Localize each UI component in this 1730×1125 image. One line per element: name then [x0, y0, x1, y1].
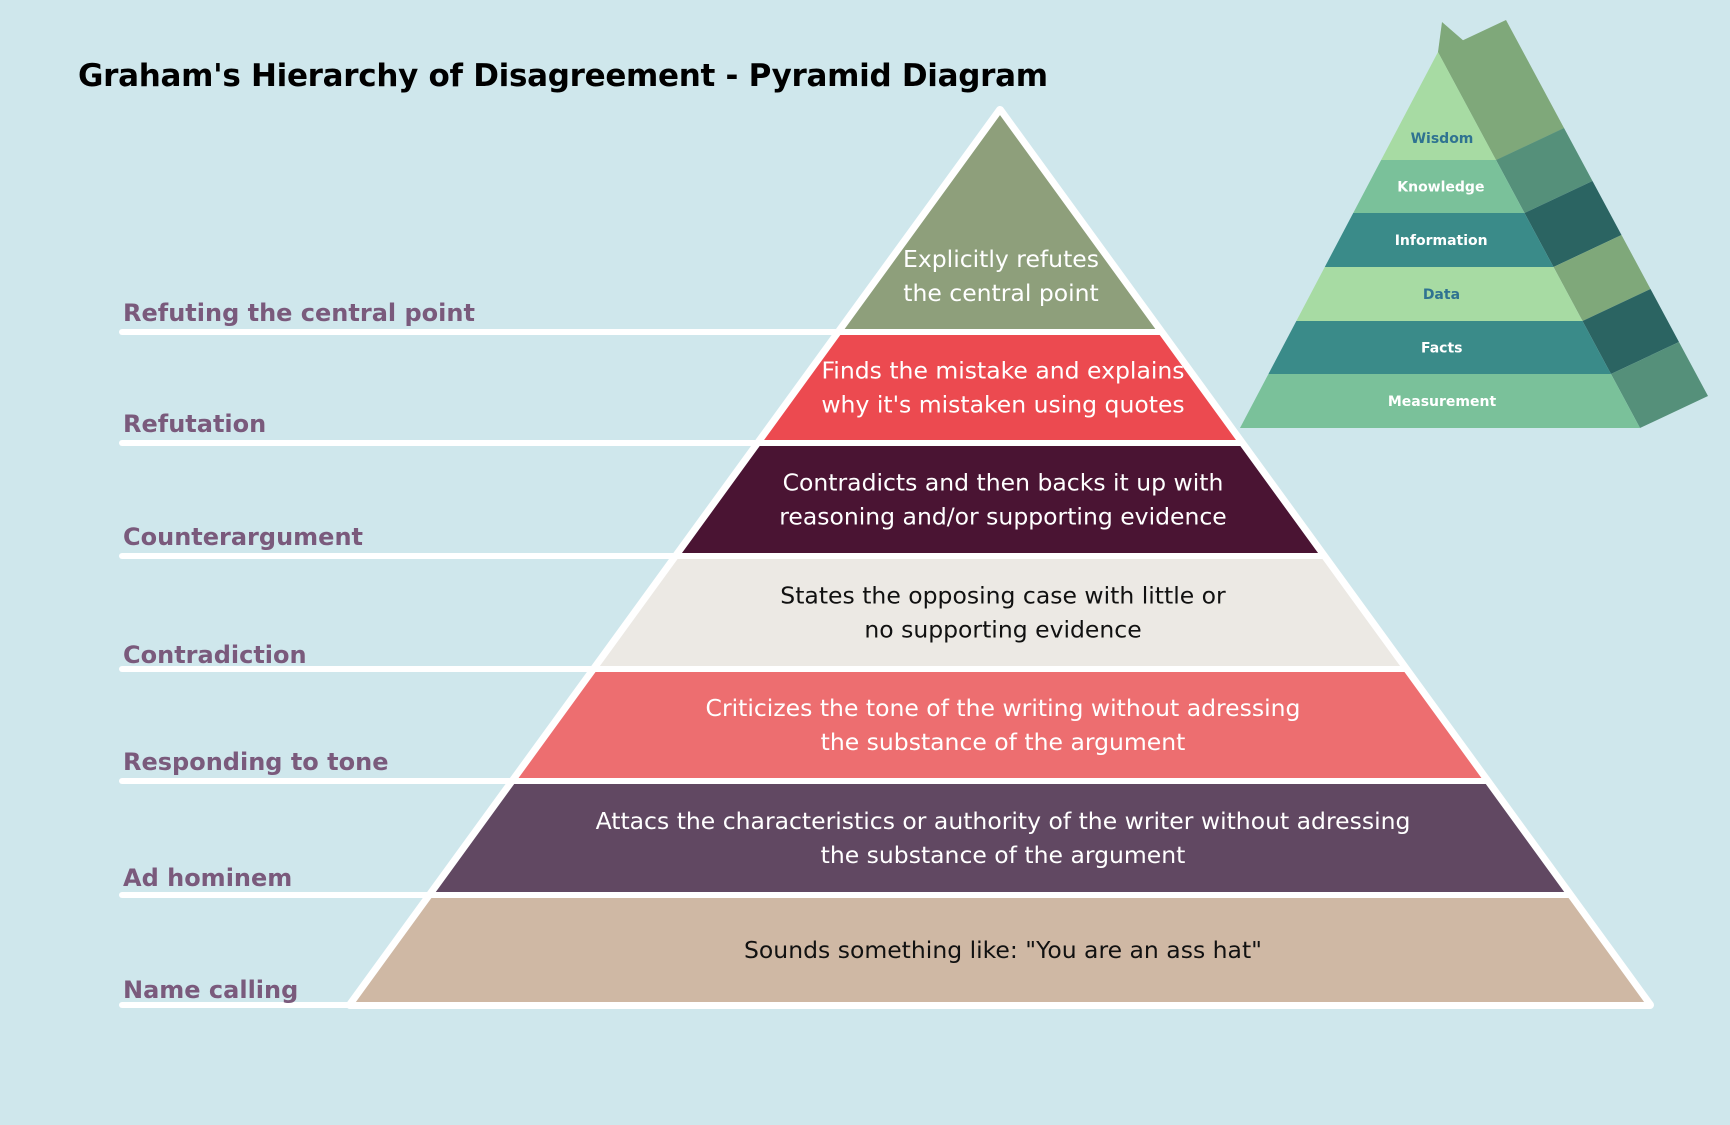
mini-tier-side [1610, 342, 1708, 428]
page-title: Graham's Hierarchy of Disagreement - Pyr… [78, 58, 1048, 94]
tier-shape [673, 440, 1327, 559]
tier-description: reasoning and/or supporting evidence [779, 503, 1227, 531]
tier-description: no supporting evidence [864, 616, 1141, 644]
tier-label: Name calling [123, 976, 298, 1004]
tier-label: Contradiction [123, 641, 307, 669]
tier-label: Refuting the central point [123, 299, 475, 327]
mini-tier-front [1353, 160, 1525, 213]
tier-shape [347, 892, 1653, 1008]
pyramid-tier: Explicitly refutes the central point [835, 107, 1165, 335]
pyramid-tier: States the opposing case with little or n… [591, 553, 1409, 672]
mini-tier-side [1582, 289, 1679, 374]
mini-tier-label: Facts [1421, 341, 1463, 357]
tier-shape [755, 329, 1245, 446]
mini-pyramid: WisdomKnowledgeInformationDataFactsMeasu… [1240, 20, 1708, 428]
mini-pyramid-tier: Facts [1268, 289, 1679, 374]
mini-tier-label: Data [1423, 287, 1460, 303]
tier-description: Finds the mistake and explains [821, 357, 1184, 385]
mini-tier-label: Information [1395, 233, 1488, 249]
tier-description: Contradicts and then backs it up with [783, 469, 1224, 497]
tier-shape [509, 666, 1491, 784]
mini-tier-label: Wisdom [1411, 131, 1474, 147]
tier-description: Attacs the characteristics or authority … [596, 807, 1411, 835]
mini-tier-label: Knowledge [1397, 180, 1484, 196]
mini-tier-side [1496, 128, 1593, 213]
mini-tier-front [1296, 267, 1583, 321]
mini-pyramid-tier: Data [1296, 235, 1651, 321]
mini-tier-front [1381, 52, 1497, 160]
mini-pyramid-tier: Measurement [1240, 342, 1708, 428]
tier-description: the substance of the argument [821, 728, 1186, 756]
tier-description: States the opposing case with little or [780, 582, 1226, 610]
tier-description: the substance of the argument [821, 841, 1186, 869]
pyramid-tier: Finds the mistake and explains why it's m… [755, 329, 1245, 446]
mini-pyramid-tier: Knowledge [1353, 128, 1593, 213]
tier-description: Sounds something like: "You are an ass h… [744, 936, 1262, 964]
pyramid-tier: Attacs the characteristics or authority … [426, 778, 1574, 898]
mini-tier-front [1268, 321, 1611, 374]
pyramid-tier: Criticizes the tone of the writing witho… [509, 666, 1491, 784]
mini-tier-label: Measurement [1388, 394, 1497, 410]
mini-tier-side [1553, 235, 1651, 321]
mini-tier-front [1324, 213, 1554, 267]
mini-tier-front [1240, 374, 1640, 428]
mini-pyramid-tier: Wisdom [1381, 20, 1565, 160]
tier-description: the central point [903, 279, 1099, 307]
tier-label: Counterargument [123, 523, 363, 551]
tier-shape [591, 553, 1409, 672]
pyramid-tier: Sounds something like: "You are an ass h… [347, 892, 1653, 1008]
pyramid-tier: Contradicts and then backs it up with rea… [673, 440, 1327, 559]
tier-description: Criticizes the tone of the writing witho… [706, 694, 1301, 722]
tier-shape [426, 778, 1574, 898]
tier-description: why it's mistaken using quotes [821, 391, 1184, 419]
tier-label: Ad hominem [123, 864, 292, 892]
mini-tier-side [1524, 181, 1622, 267]
mini-tier-side [1438, 20, 1565, 160]
tier-label: Refutation [123, 410, 266, 438]
mini-pyramid-tier: Information [1324, 181, 1622, 267]
tier-label: Responding to tone [123, 748, 388, 776]
tier-description: Explicitly refutes [903, 245, 1099, 273]
